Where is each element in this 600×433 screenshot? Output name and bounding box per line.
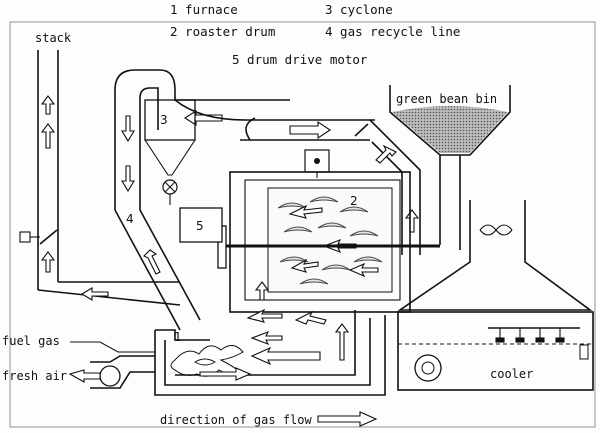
- furnace-return-arrow: [199, 367, 252, 381]
- furnace-arrow-4: [294, 310, 327, 325]
- roaster-drum: 2: [217, 171, 440, 313]
- gas-recycle-loop: 3 4: [114, 69, 290, 226]
- stack-damper: [39, 229, 58, 245]
- green-bean-bin: green bean bin: [389, 85, 511, 250]
- top-duct-damper: [354, 123, 369, 137]
- right-duct-arrow-up: [404, 209, 420, 233]
- right-duct-arrow-diag: [375, 144, 397, 164]
- drum-arrow-1: [288, 204, 323, 219]
- stack-label: stack: [35, 31, 72, 45]
- furnace-arrow-3: [246, 308, 283, 323]
- callout-5: 5: [196, 219, 204, 233]
- legend-furnace: 1 furnace: [170, 2, 238, 17]
- drum-arrow-up-left: [254, 281, 270, 301]
- drum-arrow-3: [290, 258, 319, 273]
- cyclone: [144, 99, 196, 205]
- fuel-gas-line: [70, 341, 155, 353]
- legend-cyclone: 3 cyclone: [325, 2, 393, 17]
- furnace-arrow-up: [334, 323, 350, 361]
- top-duct: [174, 99, 375, 178]
- stack-arrow-up-2: [40, 123, 56, 149]
- legend-gas-recycle-line: 4 gas recycle line: [325, 24, 460, 39]
- stack-arrow-up-1: [40, 95, 56, 115]
- callout-2: 2: [350, 194, 358, 208]
- callout-1: 1: [174, 330, 182, 344]
- callout-3: 3: [160, 113, 168, 127]
- stack: stack: [19, 31, 181, 306]
- legend: 1 furnace 3 cyclone 2 roaster drum 4 gas…: [170, 2, 460, 67]
- callout-4: 4: [126, 212, 134, 226]
- furnace-arrow-2: [250, 346, 321, 366]
- drum-drive-motor: 5: [179, 207, 223, 243]
- fuel-gas-label: fuel gas: [2, 334, 60, 348]
- top-duct-arrow: [289, 120, 331, 140]
- green-beans: [392, 106, 508, 153]
- damper-actuator: [19, 231, 31, 243]
- green-bean-bin-label: green bean bin: [396, 92, 497, 106]
- exhaust-arrow-left: [80, 287, 109, 301]
- legend-drum-drive-motor: 5 drum drive motor: [232, 52, 368, 67]
- recycle-arrow-diag: [143, 249, 161, 275]
- furnace: 1: [154, 308, 386, 396]
- recycle-into-furnace: [114, 209, 201, 331]
- stack-arrow-up-3: [40, 251, 56, 273]
- gas-flow-label: direction of gas flow: [160, 413, 312, 427]
- recycle-arrow-down-2: [121, 165, 135, 193]
- drum-arrow-4: [348, 262, 379, 278]
- furnace-arrow-1: [250, 330, 283, 346]
- frame: [9, 21, 596, 428]
- legend-roaster-drum: 2 roaster drum: [170, 24, 275, 39]
- fresh-air-label: fresh air: [2, 369, 67, 383]
- recycle-arrow-down-1: [121, 115, 135, 143]
- burner-inputs: fuel gas fresh air: [2, 334, 155, 389]
- gas-flow-arrow-icon: [317, 411, 378, 427]
- gas-flow-legend: direction of gas flow: [160, 411, 378, 427]
- fresh-air-arrow: [68, 369, 101, 383]
- cooler-discharge-gate: [579, 344, 589, 360]
- combustion-fan: [99, 365, 121, 387]
- cooler-label: cooler: [490, 367, 533, 381]
- cooler: cooler: [397, 200, 594, 391]
